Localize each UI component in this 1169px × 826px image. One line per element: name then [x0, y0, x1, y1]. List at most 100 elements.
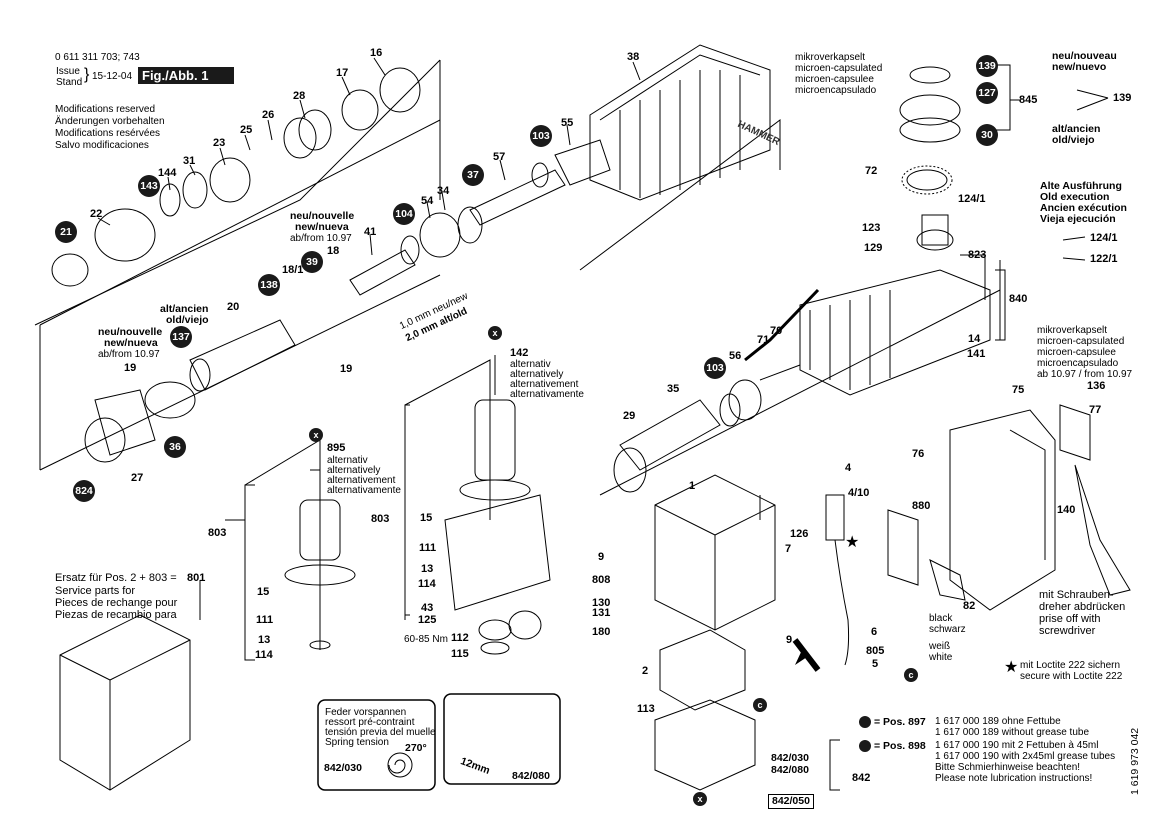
modifications-note-1: Modifications reserved [55, 104, 156, 115]
tool-inset [443, 693, 561, 785]
microencap-note: microen-capsulee [795, 74, 874, 85]
part-label: 76 [912, 448, 925, 460]
part-label: 112 [451, 632, 469, 644]
part-label: 801 [187, 572, 206, 584]
screwdriver-note: screwdriver [1039, 625, 1096, 637]
old-note: alt/ancien [160, 303, 209, 315]
old-note: old/viejo [166, 314, 209, 326]
callout-badge: 138 [258, 274, 280, 296]
part-label: 125 [418, 614, 437, 626]
part-label: 1 [689, 480, 696, 492]
callout-c: c [753, 698, 767, 712]
alternative-note: alternatively [327, 465, 381, 476]
part-label: 115 [451, 648, 469, 660]
part-label: 38 [627, 51, 640, 63]
microencap-note: microencapsulado [1037, 358, 1119, 369]
part-label: 6 [871, 626, 878, 638]
part-label: 77 [1089, 404, 1102, 416]
wire-black: schwarz [929, 624, 966, 635]
part-label: 111 [256, 614, 274, 626]
alternative-note: alternativamente [327, 485, 401, 496]
old-execution-note: Vieja ejecución [1040, 213, 1116, 225]
part-label: 22 [90, 208, 103, 220]
part-label: 43 [421, 602, 434, 614]
wire-black: black [929, 613, 953, 624]
callout-badge: 127 [976, 82, 998, 104]
frame-line [39, 119, 441, 326]
wire-white: weiß [929, 641, 951, 652]
new-note: neu/nouvelle [98, 326, 163, 338]
loctite-note: mit Loctite 222 sichern [1020, 660, 1121, 671]
part-label: 15 [257, 586, 270, 598]
part-label: 29 [623, 410, 636, 422]
part-number: 0 611 311 703; 743 [55, 52, 140, 63]
microencap-note: mikroverkapselt [1037, 325, 1108, 336]
part-label: 895 [327, 442, 346, 454]
loctite-note: secure with Loctite 222 [1020, 671, 1123, 682]
new-note-date: ab/from 10.97 [98, 349, 160, 360]
pos-897-line: 1 617 000 189 without grease tube [935, 727, 1090, 738]
callout-badge: 103 [530, 125, 552, 147]
old-note: alt/ancien [1052, 123, 1101, 135]
part-label: 14 [968, 333, 981, 345]
new-note: new/nueva [104, 337, 158, 349]
part-label: 28 [293, 90, 306, 102]
screwdriver-note: prise off with [1039, 613, 1101, 625]
part-label: 19 [340, 363, 353, 375]
part-label: 9 [786, 634, 793, 646]
part-label: 13 [421, 563, 434, 575]
new-note: new/nueva [295, 221, 349, 233]
part-label: 823 [968, 249, 987, 261]
part-label: 34 [437, 185, 450, 197]
pos-898-line: 1 617 000 190 with 2x45ml grease tubes [935, 751, 1116, 762]
part-box: 842/030 [771, 752, 809, 764]
pos-898-line: Bitte Schmierhinweise beachten! [935, 762, 1081, 773]
new-note: new/nuevo [1052, 61, 1107, 73]
part-label: 7 [785, 543, 792, 555]
microencap-note: microen-capsulee [1037, 347, 1116, 358]
part-label: 842 [852, 772, 871, 784]
pos-898-line: 1 617 000 190 mit 2 Fettuben à 45ml [935, 740, 1099, 751]
part-label: 16 [370, 47, 383, 59]
part-label: 140 [1057, 504, 1076, 516]
part-label: 15 [420, 512, 433, 524]
part-label: 23 [213, 137, 226, 149]
pos-897-label: = Pos. 897 [874, 716, 926, 728]
callout-badge: 39 [301, 251, 323, 273]
part-label: 126 [790, 528, 809, 540]
service-note: Service parts for [55, 585, 136, 597]
pos-897-line: 1 617 000 189 ohne Fettube [935, 716, 1061, 727]
tool-part: 842/080 [512, 770, 550, 782]
new-note: neu/nouveau [1052, 50, 1117, 62]
motor-housing-1 [654, 474, 776, 631]
figure-title: Fig./Abb. 1 [138, 67, 234, 84]
screwdriver-note: mit Schrauben- [1039, 589, 1114, 601]
alternative-note: alternativamente [510, 389, 584, 400]
part-label: 124/1 [958, 193, 986, 205]
part-label: 31 [183, 155, 196, 167]
part-label: 803 [208, 527, 227, 539]
part-label: 124/1 [1090, 232, 1118, 244]
old-note: old/viejo [1052, 134, 1095, 146]
part-label: 2 [642, 665, 649, 677]
housing-38 [589, 44, 771, 201]
part-label: 27 [131, 472, 144, 484]
pos-898-label: = Pos. 898 [874, 740, 926, 752]
part-label: 26 [262, 109, 275, 121]
spring-note: Feder vorspannen [325, 707, 407, 718]
callout-badge: 36 [164, 436, 186, 458]
callout-badge: 137 [170, 326, 192, 348]
microencap-note: microen-capsulated [1037, 336, 1125, 347]
brace: } [84, 66, 90, 83]
part-label: 5 [872, 658, 879, 670]
old-execution-note: Ancien exécution [1040, 202, 1127, 214]
part-label: 57 [493, 151, 506, 163]
part-label: 18/1 [282, 264, 304, 276]
part-label: 75 [1012, 384, 1025, 396]
spring-note: ressort pré-contraint [325, 717, 415, 728]
alternative-note: alternativ [510, 359, 551, 370]
modifications-note-2: Änderungen vorbehalten [55, 116, 165, 127]
part-label: 122/1 [1090, 253, 1118, 265]
